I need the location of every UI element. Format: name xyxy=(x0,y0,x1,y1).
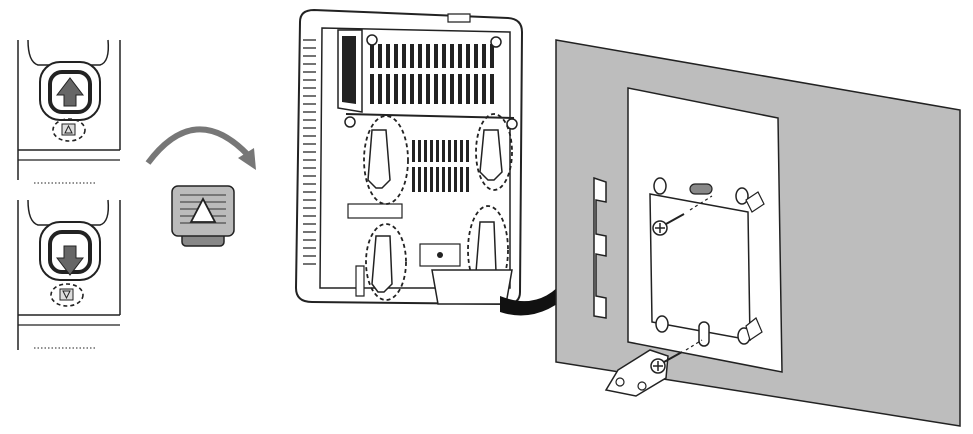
mounting-slot xyxy=(689,183,713,195)
screw-icon xyxy=(652,195,713,236)
triangle-down-icon xyxy=(62,290,71,300)
hook-highlight xyxy=(475,113,513,191)
arrow-down-icon xyxy=(55,245,85,276)
hook-down-detail xyxy=(17,199,121,350)
release-tab-icon xyxy=(171,185,235,247)
hook-up-detail xyxy=(17,39,121,184)
triangle-up-icon xyxy=(64,124,73,134)
hook-highlight xyxy=(365,223,407,301)
device-rear-view xyxy=(294,8,524,306)
arrow-up-icon xyxy=(55,77,85,107)
rotate-arrow-icon xyxy=(145,126,256,170)
hook-highlight xyxy=(363,115,409,205)
triangle-up-icon xyxy=(189,197,217,223)
mounting-peg xyxy=(653,177,751,345)
mounting-slot xyxy=(698,321,710,347)
wall-bracket xyxy=(593,87,783,397)
screw-icon xyxy=(650,339,703,374)
